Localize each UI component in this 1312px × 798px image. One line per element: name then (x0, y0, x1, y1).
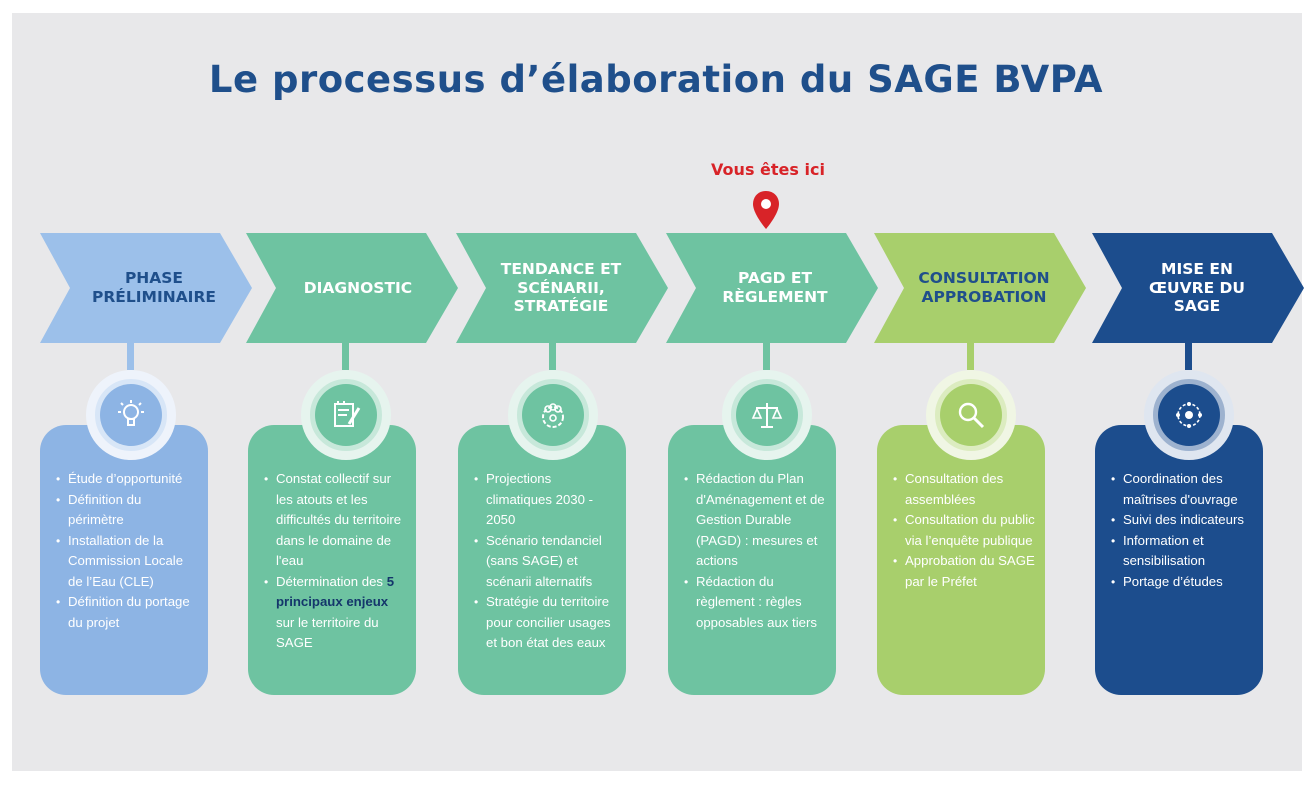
list-item: Définition du périmètre (56, 490, 200, 531)
phase-items: Consultation des assemblées Consultation… (893, 469, 1037, 592)
list-item: Rédaction du règlement : règles opposabl… (684, 572, 828, 634)
infographic-background (12, 13, 1302, 771)
phase-items: Rédaction du Plan d'Aménagement et de Ge… (684, 469, 828, 633)
notepad-pencil-icon (315, 384, 377, 446)
lightbulb-icon (100, 384, 162, 446)
phase-box-tendance: Projections climatiques 2030 - 2050 Scén… (458, 425, 626, 695)
list-item: Suivi des indicateurs (1111, 510, 1255, 531)
list-item: Installation de la Commission Locale de … (56, 531, 200, 593)
people-gear-icon (522, 384, 584, 446)
phase-items: Constat collectif sur les atouts et les … (264, 469, 408, 654)
list-item: Détermination des 5 principaux enjeux su… (264, 572, 408, 654)
connector-stem (127, 338, 134, 370)
phase-box-consultation: Consultation des assemblées Consultation… (877, 425, 1045, 695)
connector-stem (967, 318, 974, 370)
phase-chevron-diagnostic: DIAGNOSTIC (246, 233, 458, 343)
phase-items: Étude d’opportunité Définition du périmè… (56, 469, 200, 633)
list-item: Information et sensibilisation (1111, 531, 1255, 572)
phase-box-preliminaire: Étude d’opportunité Définition du périmè… (40, 425, 208, 695)
list-item: Coordination des maîtrises d'ouvrage (1111, 469, 1255, 510)
connector-stem (1185, 338, 1192, 370)
list-item: Stratégie du territoire pour concilier u… (474, 592, 618, 654)
list-item: Approbation du SAGE par le Préfet (893, 551, 1037, 592)
highlight-text: 5 principaux enjeux (276, 573, 395, 610)
list-item: Consultation du public via l’enquête pub… (893, 510, 1037, 551)
list-item: Étude d’opportunité (56, 469, 200, 490)
list-item: Consultation des assemblées (893, 469, 1037, 510)
location-pin-icon (753, 191, 779, 229)
connector-stem (763, 338, 770, 370)
network-icon (1158, 384, 1220, 446)
phase-box-pagd: Rédaction du Plan d'Aménagement et de Ge… (668, 425, 836, 695)
connector-stem (549, 318, 556, 370)
list-item: Projections climatiques 2030 - 2050 (474, 469, 618, 531)
phase-box-mise-en-oeuvre: Coordination des maîtrises d'ouvrage Sui… (1095, 425, 1263, 695)
phase-label-diagnostic: DIAGNOSTIC (303, 278, 413, 297)
scales-icon (736, 384, 798, 446)
list-item: Portage d’études (1111, 572, 1255, 593)
list-item: Rédaction du Plan d'Aménagement et de Ge… (684, 469, 828, 572)
magnifier-icon (940, 384, 1002, 446)
list-item: Définition du portage du projet (56, 592, 200, 633)
list-item: Scénario tendanciel (sans SAGE) et scéna… (474, 531, 618, 593)
phase-box-diagnostic: Constat collectif sur les atouts et les … (248, 425, 416, 695)
you-are-here-label: Vous êtes ici (711, 160, 825, 179)
connector-stem (342, 318, 349, 370)
page-title: Le processus d’élaboration du SAGE BVPA (208, 58, 1104, 101)
phase-items: Coordination des maîtrises d'ouvrage Sui… (1111, 469, 1255, 592)
phase-items: Projections climatiques 2030 - 2050 Scén… (474, 469, 618, 654)
list-item: Constat collectif sur les atouts et les … (264, 469, 408, 572)
